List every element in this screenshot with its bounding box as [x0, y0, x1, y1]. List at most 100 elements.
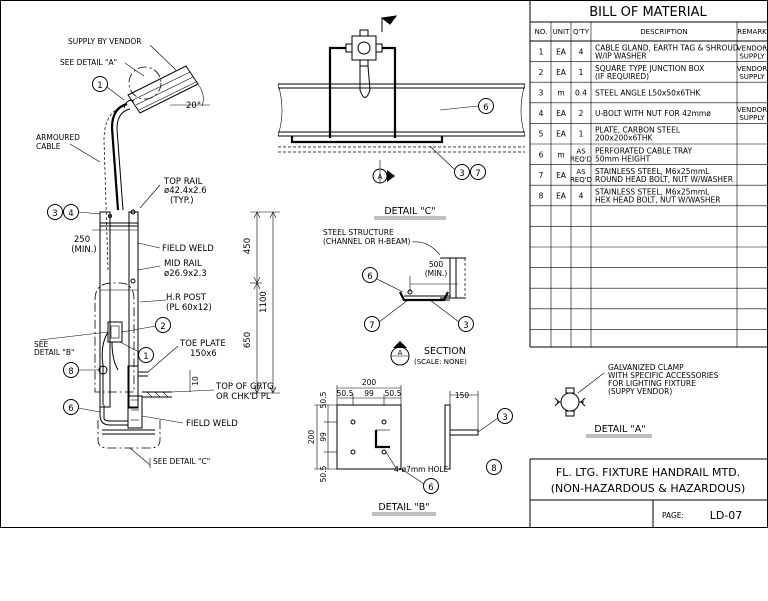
- detail-c-title: DETAIL "C": [384, 206, 435, 217]
- armoured-cable-line-1: ARMOURED: [36, 133, 80, 142]
- bom-row-description: STAINLESS STEEL, M6x25mmL: [595, 188, 710, 197]
- svg-text:1: 1: [97, 81, 102, 91]
- top-rail-size: ø42.4x2.6: [164, 186, 207, 196]
- svg-text:1: 1: [143, 352, 148, 362]
- detail-b-title: DETAIL "B": [378, 502, 429, 513]
- bom-row-no: 2: [539, 68, 544, 77]
- detail-b-dim-150: 150: [455, 391, 470, 400]
- base-plate: [336, 404, 402, 470]
- bom-row-remark: SUPPLY: [739, 114, 765, 122]
- svg-text:8: 8: [68, 367, 73, 377]
- detail-b-dim-200-top: 200: [362, 378, 377, 387]
- title-block: FL. LTG. FIXTURE HANDRAIL MTD. (NON-HAZA…: [529, 458, 768, 527]
- bom-row-unit: EA: [556, 68, 567, 77]
- section-a-balloon-7: [364, 316, 380, 332]
- bill-of-material: BILL OF MATERIAL NO. UNIT Q'TY DESCRIPTI…: [529, 0, 768, 348]
- svg-text:6: 6: [68, 404, 73, 414]
- detail-b-dim-50-5-right: 50.5: [385, 389, 402, 398]
- toe-plate-size: 150x6: [190, 349, 217, 359]
- bom-row-description: CABLE GLAND, EARTH TAG & SHROUD: [595, 43, 739, 52]
- balloon-2: [155, 317, 171, 333]
- supply-by-vendor-label: SUPPLY BY VENDOR: [68, 37, 142, 46]
- detail-a-note-line-1: GALVANIZED CLAMP: [608, 363, 684, 372]
- dim-500-min: (MIN.): [425, 269, 448, 278]
- bom-row-no: 7: [539, 171, 544, 180]
- bom-row-qty: 1: [579, 130, 584, 139]
- detail-b-balloon-8: [486, 459, 502, 475]
- svg-text:3: 3: [502, 413, 507, 423]
- dim-10: 10: [191, 376, 200, 386]
- h-beam: [449, 257, 457, 299]
- svg-text:8: 8: [491, 464, 496, 474]
- main-elevation-view: 20°: [34, 37, 280, 468]
- bom-row-no: 6: [539, 150, 544, 159]
- angle-20-label: 20°: [186, 101, 201, 111]
- svg-text:6: 6: [483, 103, 488, 113]
- toe-plate: [127, 365, 139, 409]
- hr-post-label: H.R POST: [166, 293, 207, 303]
- light-fixture: 20°: [123, 65, 210, 114]
- bom-row-qty: REQ'D: [570, 155, 592, 163]
- detail-c-balloon-7: [470, 164, 486, 180]
- bom-row-no: 3: [539, 89, 544, 98]
- section-a: STEEL STRUCTURE (CHANNEL OR H-BEAM) 500 …: [323, 228, 474, 366]
- page-label: PAGE:: [662, 511, 684, 520]
- dim-1100: 1100: [259, 291, 269, 313]
- detail-c-junction-box: [351, 35, 377, 61]
- bom-row-description: 200x200x6THK: [595, 134, 654, 143]
- bom-grid: [530, 22, 768, 347]
- dim-250: 250: [74, 235, 90, 245]
- bom-row-description: STAINLESS STEEL, M6x25mmL: [595, 167, 710, 176]
- armoured-cable-line-2: CABLE: [36, 142, 61, 151]
- detail-a: GALVANIZED CLAMP WITH SPECIFIC ACCESSORI…: [554, 363, 719, 438]
- svg-text:3: 3: [52, 209, 57, 219]
- mid-rail-label: MID RAIL: [164, 259, 202, 269]
- field-weld-lower-label: FIELD WELD: [186, 419, 238, 429]
- bom-row-description: PLATE, CARBON STEEL: [595, 126, 681, 135]
- side-angle: [449, 429, 479, 436]
- detail-a-note-line-3: FOR LIGHTING FIXTURE: [608, 379, 696, 388]
- svg-text:7: 7: [369, 321, 374, 331]
- bom-row-no: 4: [539, 109, 544, 118]
- toe-plate-label: TOE PLATE: [179, 339, 226, 349]
- detail-a-title: DETAIL "A": [594, 424, 645, 435]
- svg-text:6: 6: [367, 272, 372, 282]
- detail-b-dim-200-left: 200: [307, 430, 316, 445]
- detail-b-balloon-3: [497, 408, 513, 424]
- bom-row-description: SQUARE TYPE JUNCTION BOX: [595, 64, 704, 73]
- bom-row-description: PERFORATED CABLE TRAY: [595, 146, 692, 155]
- section-a-scale: (SCALE: NONE): [414, 358, 467, 366]
- bom-row-description: U-BOLT WITH NUT FOR 42mmø: [595, 109, 711, 118]
- detail-b-dim-99-v: 99: [319, 432, 328, 442]
- bom-row-remark: VENDOR: [737, 44, 767, 52]
- mid-rail-size: ø26.9x2.3: [164, 269, 207, 279]
- svg-text:3: 3: [463, 321, 468, 331]
- bom-row-unit: EA: [556, 171, 567, 180]
- top-of-grating-line-2: OR CHK'D PL: [216, 392, 271, 402]
- bom-row-description: (IF REQUIRED): [595, 72, 649, 81]
- detail-b: 200 50.5 99 50.5 200 50.5 99 50.5 150 3 …: [307, 378, 513, 516]
- see-detail-a-label: SEE DETAIL "A": [60, 58, 117, 67]
- balloon-1-top: [92, 76, 108, 92]
- detail-b-hole-note: 4-ø7mm HOLE: [394, 465, 449, 474]
- bom-row-description: W/IP WASHER: [595, 51, 647, 60]
- detail-c-balloon-6: [478, 98, 494, 114]
- bom-row-no: 1: [539, 47, 544, 56]
- armoured-cable: [103, 105, 125, 271]
- section-a-title-letter: A: [398, 349, 403, 357]
- bom-header-description: DESCRIPTION: [640, 28, 687, 36]
- dim-450: 450: [243, 238, 253, 254]
- dim-250-min: (MIN.): [71, 245, 97, 255]
- cable-tray: [290, 136, 444, 144]
- bom-row-qty: 1: [579, 68, 584, 77]
- bom-row-description: HEX HEAD BOLT, NUT W/WASHER: [595, 196, 720, 205]
- section-a-balloon-6: [362, 267, 378, 283]
- svg-text:7: 7: [475, 169, 480, 179]
- balloon-1-lower: [138, 347, 154, 363]
- top-rail-typ: (TYP.): [170, 196, 194, 206]
- bom-row-description: ROUND HEAD BOLT, NUT W/WASHER: [595, 175, 733, 184]
- bom-row-qty: 0.4: [575, 89, 587, 98]
- svg-text:4: 4: [68, 209, 73, 219]
